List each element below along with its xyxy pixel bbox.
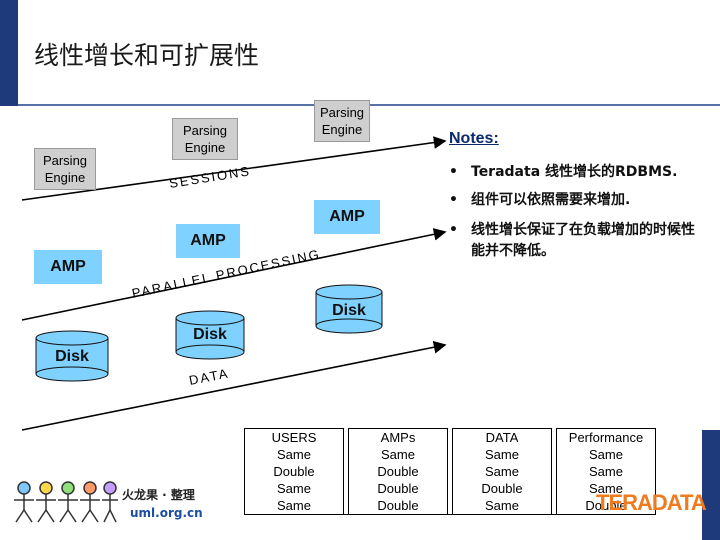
note-item-3: • 线性增长保证了在负载增加的时候性能并不降低。 [449,220,709,264]
note-text-2: 组件可以依照需要来增加. [471,192,631,208]
note-item-2: • 组件可以依照需要来增加. [449,190,709,212]
amp-2: AMP [176,224,240,258]
sessions-line [21,136,447,201]
note-item-1: • Teradata 线性增长的RDBMS. [449,162,709,184]
table-row: Same Double Same Double [244,497,656,515]
scaling-table: USERS AMPs DATA Performance Same Same Sa… [244,428,656,515]
table-header-row: USERS AMPs DATA Performance [244,428,656,446]
bullet-icon: • [449,164,458,180]
table-cell: Double [348,497,448,515]
note-text-1: Teradata 线性增长的RDBMS. [471,164,678,180]
note-text-3: 线性增长保证了在负载增加的时候性能并不降低。 [471,222,695,259]
table-cell: Same [452,446,552,463]
disk-3-shape [315,284,383,334]
parsing-engine-3: Parsing Engine [314,100,370,142]
table-row: Same Double Double Same [244,480,656,497]
bullet-icon: • [449,222,458,238]
table-cell: Same [556,463,656,480]
table-cell: Same [556,446,656,463]
disk-2-shape [175,310,245,360]
disk-3-label: Disk [332,302,366,319]
parsing-engine-2: Parsing Engine [172,118,238,160]
teradata-logo: TERADATA [596,490,707,515]
disk-2-label: Disk [193,326,227,343]
header-users: USERS [244,428,344,446]
table-cell: Same [452,497,552,515]
logo-url: uml.org.cn [130,506,203,520]
disk-1: Disk [36,348,108,368]
header-performance: Performance [556,428,656,446]
table-row: Same Same Same Same [244,446,656,463]
bullet-icon: • [449,192,458,208]
parallel-line [21,228,447,321]
svg-text:SESSIONS: SESSIONS [168,163,252,191]
people-logo-icon [14,481,118,523]
page-title: 线性增长和可扩展性 [34,41,260,70]
disk-1-shape [35,330,109,382]
table-cell: Double [348,463,448,480]
logo-text: 火龙果 · 整理 [122,488,195,502]
amp-1: AMP [34,250,102,284]
parsing-engine-1: Parsing Engine [34,148,96,190]
amp-3: AMP [314,200,380,234]
table-cell: Same [348,446,448,463]
left-accent-bar [0,0,18,106]
disk-2: Disk [176,326,244,346]
data-label: DATA [188,365,231,387]
disk-3: Disk [316,302,382,322]
table-cell: Double [452,480,552,497]
table-cell: Same [244,446,344,463]
header-data: DATA [452,428,552,446]
table-cell: Same [244,497,344,515]
disk-1-label: Disk [55,348,89,365]
table-cell: Double [348,480,448,497]
svg-text:DATA: DATA [188,365,231,387]
table-cell: Same [452,463,552,480]
table-cell: Same [244,480,344,497]
table-row: Double Double Same Same [244,463,656,480]
table-cell: Double [556,497,656,515]
sessions-label: SESSIONS [168,163,252,191]
table-cell: Double [244,463,344,480]
header-amps: AMPs [348,428,448,446]
table-cell: Same [556,480,656,497]
data-line [21,340,447,431]
notes-title: Notes: [449,130,499,147]
right-accent-bar [702,430,720,540]
